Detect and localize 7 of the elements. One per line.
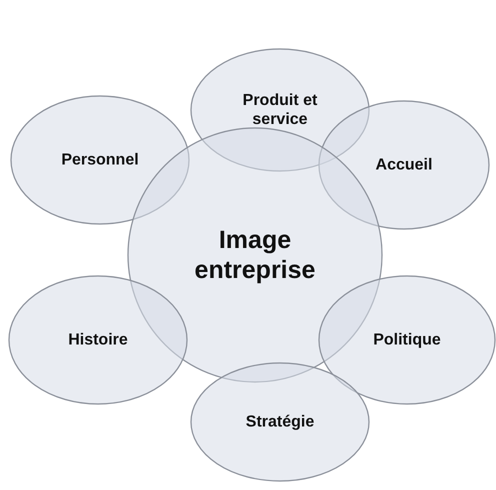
node-label: Stratégie xyxy=(244,412,316,432)
node-label: Politique xyxy=(372,330,442,350)
node-label: Personnel xyxy=(60,150,140,170)
node-label: Image entreprise xyxy=(194,225,316,285)
node-label: Histoire xyxy=(67,330,129,350)
node-label: Accueil xyxy=(374,155,434,175)
node-label: Produit et service xyxy=(242,90,318,130)
